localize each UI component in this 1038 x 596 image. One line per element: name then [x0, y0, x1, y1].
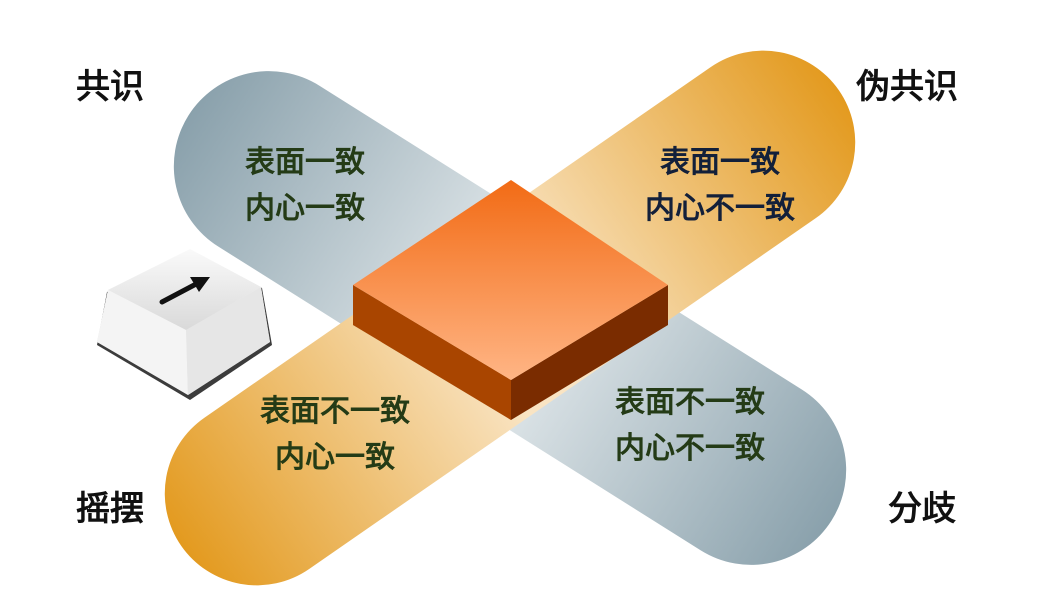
quadrant-line-surface: 表面不一致 [615, 385, 765, 420]
corner-label-pseudo-consensus: 伪共识 [856, 67, 958, 107]
quadrant-text-bottom-right: 表面不一致 内心不一致 [600, 380, 780, 472]
quadrant-line-inner: 内心不一致 [645, 191, 795, 226]
center-block [353, 180, 668, 420]
quadrant-line-inner: 内心一致 [275, 440, 395, 475]
quadrant-line-inner: 内心一致 [245, 191, 365, 226]
quadrant-text-bottom-left: 表面不一致 内心一致 [245, 389, 425, 481]
quadrant-text-top-left: 表面一致 内心一致 [230, 140, 380, 232]
quadrant-line-surface: 表面一致 [245, 145, 365, 180]
quadrant-line-inner: 内心不一致 [615, 431, 765, 466]
arrow-up-right-icon [159, 277, 210, 305]
corner-label-divergence: 分歧 [888, 489, 956, 529]
corner-label-wavering: 摇摆 [76, 489, 144, 529]
quadrant-line-surface: 表面一致 [660, 145, 780, 180]
quadrant-line-surface: 表面不一致 [260, 394, 410, 429]
keyboard-key-icon [97, 249, 272, 400]
corner-label-consensus: 共识 [76, 67, 144, 107]
quadrant-text-top-right: 表面一致 内心不一致 [630, 140, 810, 232]
